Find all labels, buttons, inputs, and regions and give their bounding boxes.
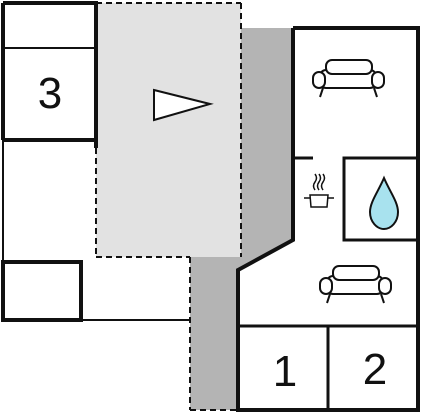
sofa-icon	[312, 59, 385, 98]
terrace-outline	[95, 2, 242, 411]
right-wing-walls	[236, 26, 420, 412]
sofa-icon	[319, 265, 392, 304]
cooking-pot-icon	[304, 173, 334, 208]
terrace-area	[96, 3, 241, 257]
room-number-2: 2	[363, 345, 387, 394]
direction-arrow-icon	[153, 88, 214, 122]
left-wing-walls	[1, 1, 190, 322]
room-number-3: 3	[38, 69, 62, 118]
room-number-1: 1	[273, 347, 297, 396]
water-drop-icon	[368, 175, 400, 231]
